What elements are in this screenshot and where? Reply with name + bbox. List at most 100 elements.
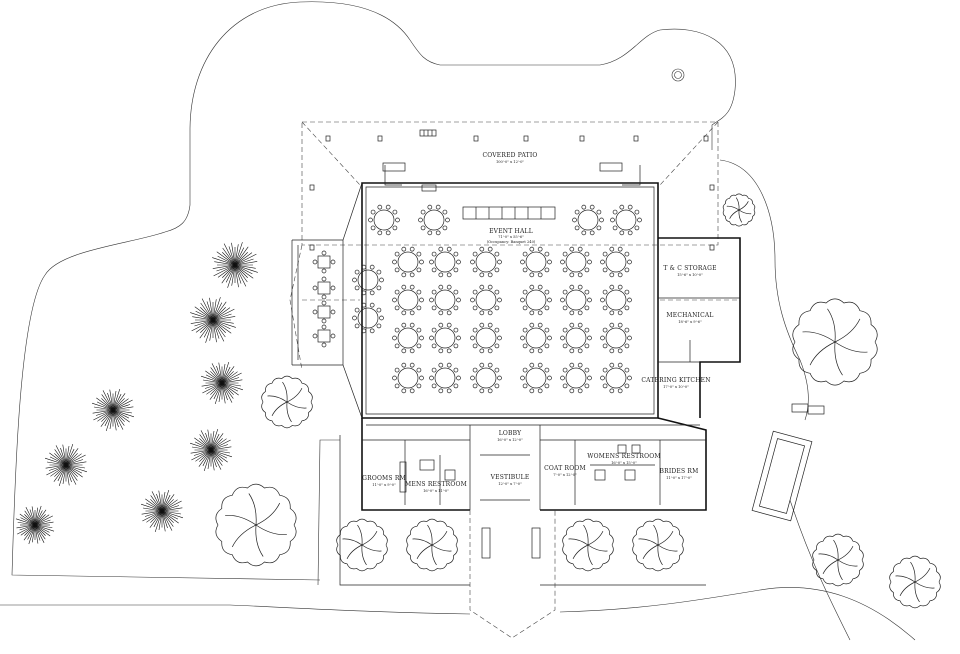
round-table — [418, 204, 450, 236]
svg-text:11'-0" x 9'-0": 11'-0" x 9'-0" — [372, 483, 396, 487]
round-table — [470, 284, 502, 316]
room-label-lobby: LOBBY 16'-0" x 12'-0" — [497, 430, 523, 442]
leafy-tree — [632, 518, 684, 572]
svg-text:(Occupancy: Banquet 240): (Occupancy: Banquet 240) — [487, 240, 536, 244]
round-table — [392, 322, 424, 354]
svg-text:BRIDES RM: BRIDES RM — [660, 468, 699, 475]
leafy-tree — [812, 533, 864, 587]
svg-text:100'-0" x 12'-0": 100'-0" x 12'-0" — [496, 160, 524, 164]
round-table — [572, 204, 604, 236]
parking-area — [751, 403, 825, 522]
spiky-tree — [189, 428, 233, 472]
room-label-womens-restroom: WOMENS RESTROOM 16'-0" x 15'-0" — [587, 453, 660, 465]
round-table — [520, 322, 552, 354]
side-tables — [312, 250, 336, 348]
room-label-coat-room: COAT ROOM 7'-0" x 12'-0" — [544, 465, 586, 477]
round-table — [392, 362, 424, 394]
site-road-bottom — [0, 604, 471, 615]
round-table — [560, 322, 592, 354]
spiky-tree — [44, 443, 88, 487]
round-table — [470, 246, 502, 278]
leafy-tree — [406, 518, 458, 572]
spiky-tree — [190, 297, 236, 343]
site-boundary — [189, 1, 736, 150]
landscape-trees — [15, 193, 941, 609]
spiky-tree — [140, 489, 184, 533]
round-table — [560, 246, 592, 278]
svg-text:16'-0" x 12'-0": 16'-0" x 12'-0" — [497, 438, 523, 442]
leafy-tree — [889, 555, 941, 609]
patio-doors — [382, 162, 641, 192]
svg-text:7'-0" x 12'-0": 7'-0" x 12'-0" — [553, 473, 577, 477]
side-table — [312, 324, 336, 348]
room-label-brides-rm: BRIDES RM 11'-0" x 17'-0" — [660, 468, 699, 480]
svg-text:17'-0" x 10'-0": 17'-0" x 10'-0" — [663, 385, 689, 389]
svg-text:LOBBY: LOBBY — [499, 430, 522, 437]
room-label-event-hall: EVENT HALL 71'-0" x 55'-6" (Occupancy: B… — [487, 228, 536, 244]
patio-columns — [309, 135, 715, 251]
round-table — [520, 362, 552, 394]
round-table — [600, 246, 632, 278]
room-label-mechanical: MECHANICAL 18'-6" x 9'-6" — [666, 312, 713, 324]
spiky-tree — [212, 242, 258, 288]
room-label-covered-patio: COVERED PATIO 100'-0" x 12'-0" — [482, 152, 537, 164]
head-table — [462, 206, 556, 220]
round-table — [429, 284, 461, 316]
svg-text:15'-6" x 10'-0": 15'-6" x 10'-0" — [677, 273, 703, 277]
spiky-tree — [15, 505, 55, 545]
side-table — [312, 276, 336, 300]
front-wing-walls — [339, 417, 707, 639]
round-table — [600, 322, 632, 354]
restroom-fixtures — [399, 444, 641, 493]
round-table — [392, 284, 424, 316]
site-boundary-left-inner — [317, 439, 340, 586]
svg-text:COVERED PATIO: COVERED PATIO — [482, 152, 537, 159]
leafy-tree — [336, 518, 388, 572]
round-table — [560, 284, 592, 316]
svg-text:12'-0" x 7'-0": 12'-0" x 7'-0" — [498, 482, 522, 486]
svg-text:COAT ROOM: COAT ROOM — [544, 465, 586, 472]
svg-text:MENS RESTROOM: MENS RESTROOM — [405, 481, 467, 488]
leafy-tree — [215, 483, 297, 567]
round-table — [470, 322, 502, 354]
svg-text:CATERING KITCHEN: CATERING KITCHEN — [641, 377, 710, 384]
site-road-right — [559, 587, 916, 641]
svg-text:EVENT HALL: EVENT HALL — [489, 228, 533, 235]
round-table — [600, 362, 632, 394]
round-table — [352, 264, 384, 296]
round-table — [429, 246, 461, 278]
round-table — [352, 302, 384, 334]
round-table — [560, 362, 592, 394]
site-fixture — [671, 68, 685, 82]
round-table — [392, 246, 424, 278]
room-label-mens-restroom: MENS RESTROOM 16'-0" x 11'-0" — [405, 481, 467, 493]
site-boundary-left — [11, 130, 321, 581]
svg-text:MECHANICAL: MECHANICAL — [666, 312, 713, 319]
svg-text:71'-0" x 55'-6": 71'-0" x 55'-6" — [498, 235, 524, 239]
side-table — [312, 250, 336, 274]
svg-text:18'-6" x 9'-6": 18'-6" x 9'-6" — [678, 320, 702, 324]
room-label-vestibule: VESTIBULE 12'-0" x 7'-0" — [490, 474, 530, 486]
site-boundary-right — [719, 159, 809, 421]
spiky-tree — [91, 388, 135, 432]
round-table — [368, 204, 400, 236]
spiky-tree — [200, 361, 244, 405]
leafy-tree — [792, 298, 878, 386]
banquet-tables — [352, 204, 642, 394]
svg-text:16'-0" x 15'-0": 16'-0" x 15'-0" — [611, 461, 637, 465]
side-table — [312, 300, 336, 324]
round-table — [520, 246, 552, 278]
site-road-right-2 — [789, 499, 851, 641]
round-table — [429, 322, 461, 354]
round-table — [610, 204, 642, 236]
leafy-tree — [722, 193, 756, 227]
event-hall-walls — [291, 182, 659, 419]
svg-text:GROOMS RM: GROOMS RM — [362, 475, 406, 482]
room-label-tc-storage: T & C STORAGE 15'-6" x 10'-0" — [663, 265, 716, 277]
round-table — [470, 362, 502, 394]
svg-text:WOMENS RESTROOM: WOMENS RESTROOM — [587, 453, 660, 460]
svg-text:VESTIBULE: VESTIBULE — [490, 474, 530, 481]
round-table — [429, 362, 461, 394]
